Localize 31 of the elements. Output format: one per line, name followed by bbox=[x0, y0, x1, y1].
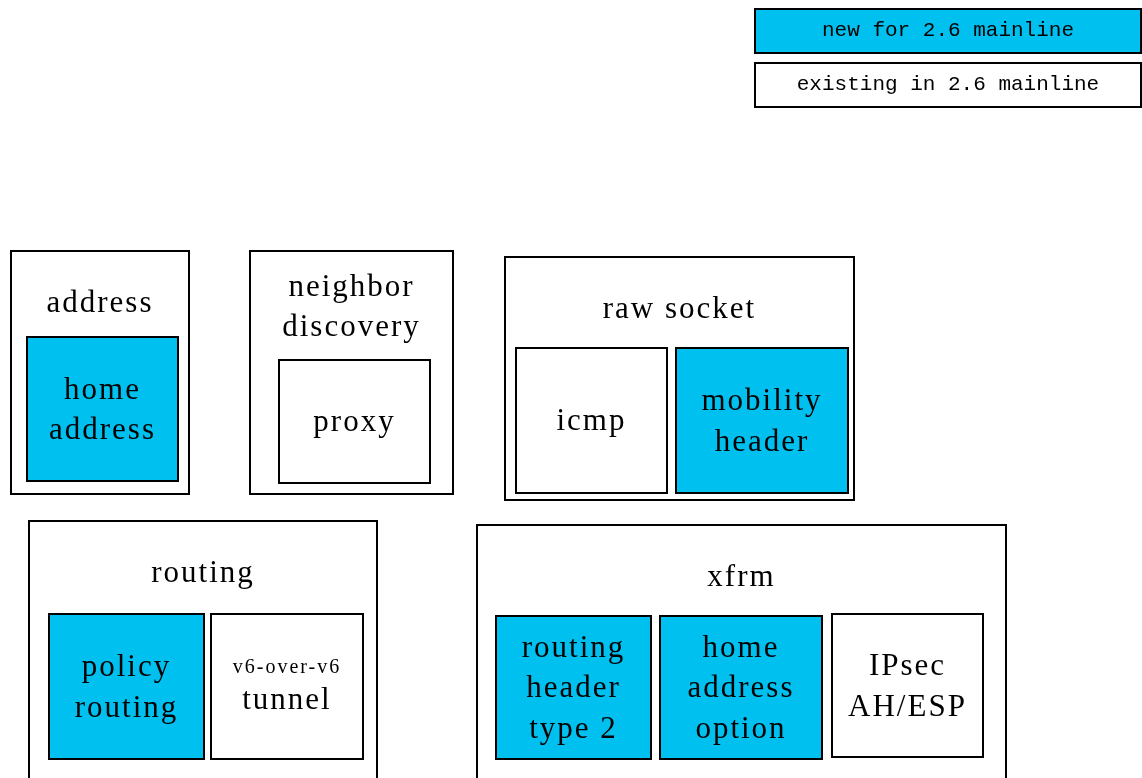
module-box bbox=[278, 359, 431, 484]
group-title: xfrm bbox=[706, 557, 777, 595]
module-label: proxy bbox=[313, 402, 396, 441]
module-box bbox=[659, 615, 823, 760]
module-label: home address option bbox=[686, 628, 796, 747]
module-box bbox=[26, 336, 179, 482]
group-box bbox=[10, 250, 190, 495]
module-box bbox=[515, 347, 668, 494]
group-title: raw socket bbox=[601, 289, 758, 327]
group-title: routing bbox=[150, 553, 256, 591]
module-box bbox=[675, 347, 849, 494]
module-label: home address bbox=[48, 369, 157, 448]
module-box bbox=[210, 613, 364, 760]
module-label: routing header type 2 bbox=[520, 628, 627, 747]
group-box bbox=[476, 524, 1007, 778]
group-box bbox=[249, 250, 454, 495]
module-box bbox=[48, 613, 205, 760]
module-label: v6-over-v6 bbox=[232, 654, 342, 680]
module-box bbox=[495, 615, 652, 760]
group-box bbox=[504, 256, 855, 501]
group-title: neighbor discovery bbox=[281, 267, 422, 346]
module-box bbox=[831, 613, 984, 758]
module-label: tunnel bbox=[242, 680, 332, 719]
module-label: policy routing bbox=[73, 647, 180, 726]
module-label: mobility header bbox=[700, 381, 824, 460]
module-label: IPsec AH/ESP bbox=[847, 646, 968, 725]
module-label: icmp bbox=[556, 401, 627, 440]
legend-label: new for 2.6 mainline bbox=[821, 18, 1074, 45]
group-title: address bbox=[45, 283, 155, 321]
group-box bbox=[28, 520, 378, 778]
legend-label: existing in 2.6 mainline bbox=[796, 72, 1100, 99]
